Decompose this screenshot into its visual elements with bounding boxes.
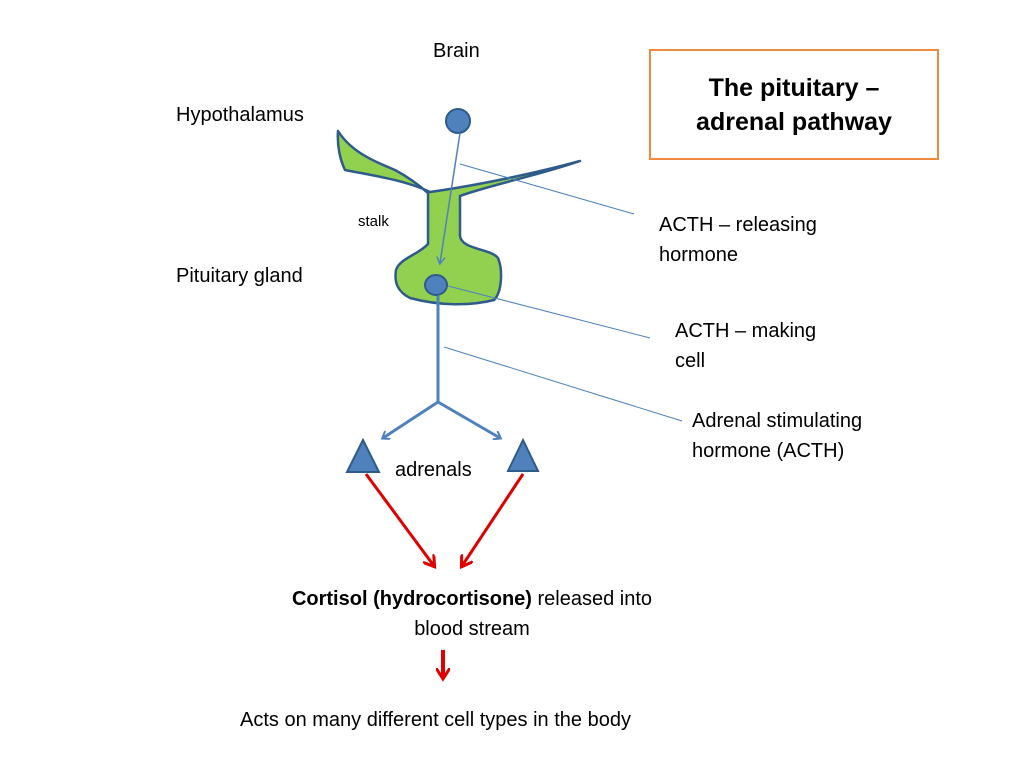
pituitary-gland-label: Pituitary gland [176,265,303,287]
adrenal-stim-line-1: Adrenal stimulating [692,410,863,432]
acth-making-line-1: ACTH – making [675,320,817,342]
cortisol-bold-text: Cortisol (hydrocortisone) [291,588,532,610]
cortisol-rest-text: released into [531,588,653,610]
adrenal-left [345,437,381,473]
title-box: The pituitary – adrenal pathway [649,49,939,160]
stalk-label: stalk [358,213,389,230]
title-line-2: adrenal pathway [696,107,892,136]
acth-releasing-label: ACTH – releasing hormone [659,210,817,270]
adrenal-right-to-cortisol-arrow [462,473,525,566]
acth-releasing-leader-line [459,163,635,215]
adrenal-left-to-cortisol-arrow [364,473,434,566]
acth-making-leader-line [447,285,651,339]
adrenal-right [506,437,540,472]
adrenal-stim-label: Adrenal stimulating hormone (ACTH) [692,406,862,466]
cortisol-line-1: Cortisol (hydrocortisone) released into [232,584,712,614]
acth-making-label: ACTH – making cell [675,316,816,376]
hypothalamus-label: Hypothalamus [176,104,304,126]
adrenal-stim-line-2: hormone (ACTH) [692,440,845,462]
brain-to-pituitary-arrow [440,132,461,263]
brain-cell [445,108,471,134]
acts-on-text: Acts on many different cell types in the… [240,709,631,731]
cortisol-text: Cortisol (hydrocortisone) released into … [232,584,712,644]
acth-branch-left-arrow [383,400,439,438]
acth-releasing-line-2: hormone [659,244,738,266]
brain-label: Brain [433,40,480,62]
acth-making-line-2: cell [675,350,706,372]
adrenals-label: adrenals [395,459,472,481]
adrenal-stim-leader-line [443,346,683,422]
cortisol-line-2: blood stream [414,618,530,640]
hypothalamus-pituitary-shape [336,129,582,306]
acth-branch-right-arrow [437,400,500,438]
title-line-1: The pituitary – [708,73,880,102]
acth-releasing-line-1: ACTH – releasing [659,214,817,236]
acth-making-cell [424,274,448,296]
